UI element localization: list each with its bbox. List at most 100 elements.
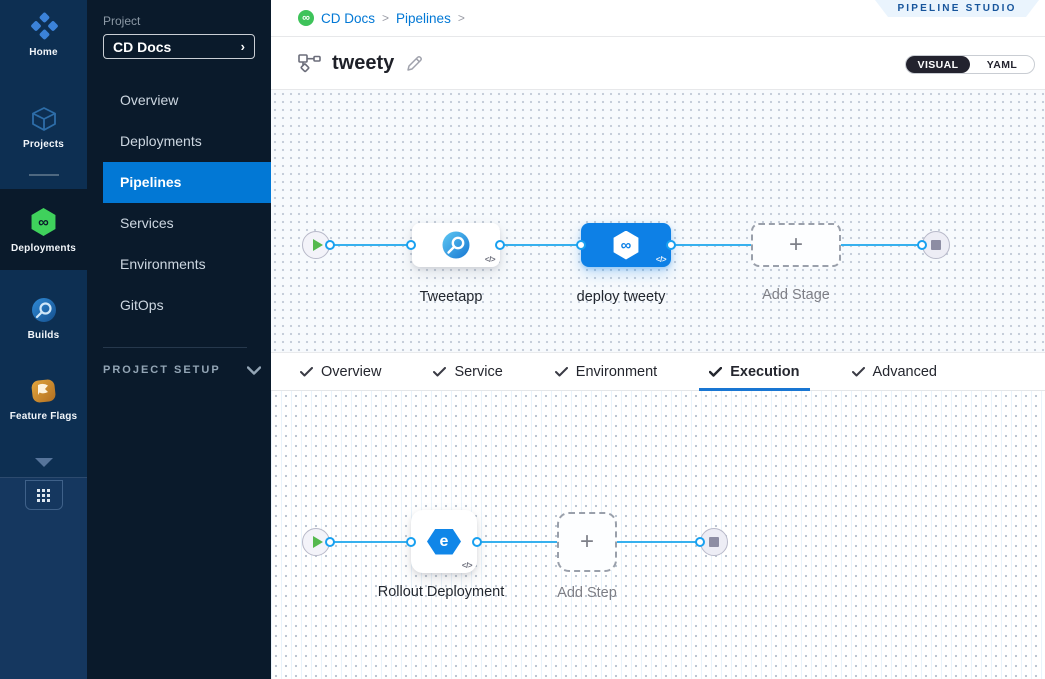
breadcrumb: ∞ CD Docs > Pipelines > PIPELINE STUDIO: [271, 0, 1045, 37]
sidebar-item-deployments[interactable]: Deployments: [103, 121, 271, 162]
add-step-label: Add Step: [517, 583, 657, 604]
check-icon: [709, 367, 722, 377]
cd-stage-icon: ∞: [613, 231, 640, 260]
projects-cube-icon: [31, 106, 57, 132]
project-selector[interactable]: CD Docs ›: [103, 34, 255, 59]
tab-advanced[interactable]: Advanced: [852, 353, 938, 390]
connector-port[interactable]: [695, 537, 705, 547]
code-view-icon[interactable]: </>: [485, 255, 495, 264]
visual-yaml-toggle: VISUAL YAML: [905, 55, 1035, 74]
connector-port[interactable]: [917, 240, 927, 250]
rail-item-projects[interactable]: Projects: [0, 94, 87, 160]
yaml-toggle-button[interactable]: YAML: [970, 56, 1034, 73]
sidebar-item-overview[interactable]: Overview: [103, 80, 271, 121]
project-name: CD Docs: [113, 39, 171, 55]
stop-icon: [931, 240, 941, 250]
ci-stage-icon: [441, 230, 471, 260]
pipeline-studio-badge: PIPELINE STUDIO: [875, 0, 1039, 17]
rail-item-label: Builds: [28, 330, 60, 341]
connector-port[interactable]: [406, 240, 416, 250]
add-stage-button[interactable]: +: [751, 223, 841, 267]
tab-label: Service: [454, 364, 502, 380]
pipeline-flowchart-icon: [298, 54, 321, 73]
rollout-glyph: e: [440, 533, 449, 551]
stage-label-tweetapp: Tweetapp: [381, 287, 521, 308]
project-setup-toggle[interactable]: PROJECT SETUP: [103, 364, 271, 376]
infinity-glyph: ∞: [302, 12, 310, 24]
rail-item-home[interactable]: Home: [0, 0, 87, 68]
breadcrumb-project-link[interactable]: CD Docs: [321, 11, 375, 26]
pipeline-studio-main: ∞ CD Docs > Pipelines > PIPELINE STUDIO …: [271, 0, 1045, 679]
edit-pencil-icon[interactable]: [405, 54, 424, 73]
sidebar-item-gitops[interactable]: GitOps: [103, 285, 271, 326]
stage-node-tweetapp[interactable]: </>: [412, 223, 500, 267]
rail-item-label: Projects: [23, 139, 64, 150]
rail-bottom-section: [0, 477, 87, 679]
sidebar-nav: Overview Deployments Pipelines Services …: [87, 80, 271, 326]
rail-divider: [29, 174, 59, 176]
check-icon: [555, 367, 568, 377]
connector-port[interactable]: [406, 537, 416, 547]
connector-port[interactable]: [495, 240, 505, 250]
stage-canvas[interactable]: </> ∞ </> + Tweetapp deploy tweety: [271, 90, 1045, 352]
sidebar-item-environments[interactable]: Environments: [103, 244, 271, 285]
feature-flags-icon: [30, 377, 57, 404]
breadcrumb-separator: >: [458, 11, 465, 25]
stage-node-deploy-tweety-selected[interactable]: ∞ </>: [581, 223, 671, 267]
connector-port[interactable]: [325, 240, 335, 250]
tab-label: Execution: [730, 364, 799, 380]
pipeline-title-row: tweety VISUAL YAML: [271, 37, 1045, 90]
rail-item-deployments[interactable]: ∞ Deployments: [0, 189, 87, 270]
code-view-icon[interactable]: </>: [462, 561, 472, 570]
chevron-right-icon: ›: [241, 39, 245, 54]
visual-toggle-button[interactable]: VISUAL: [906, 56, 970, 73]
rail-item-builds[interactable]: Builds: [0, 285, 87, 351]
play-icon: [313, 239, 323, 251]
rail-more-chevron-down-icon[interactable]: [35, 458, 53, 467]
connector-port[interactable]: [576, 240, 586, 250]
add-stage-label: Add Stage: [726, 285, 866, 306]
step-label-rollout-deployment: Rollout Deployment: [371, 582, 511, 603]
rail-item-label: Feature Flags: [10, 411, 78, 422]
deployments-cd-icon: ∞: [31, 208, 57, 236]
home-icon: [30, 12, 58, 40]
k8s-rollout-icon: e: [427, 529, 461, 555]
harness-cd-icon: ∞: [298, 10, 314, 26]
rail-item-label: Home: [29, 47, 58, 58]
code-view-icon[interactable]: </>: [656, 255, 666, 264]
add-step-button[interactable]: +: [557, 512, 617, 572]
module-rail: Home Projects ∞ Deployments: [0, 0, 87, 679]
check-icon: [300, 367, 313, 377]
tab-label: Overview: [321, 364, 381, 380]
stop-icon: [709, 537, 719, 547]
breadcrumb-pipelines-link[interactable]: Pipelines: [396, 11, 451, 26]
play-icon: [313, 536, 323, 548]
rail-item-feature-flags[interactable]: Feature Flags: [0, 365, 87, 432]
plus-icon: +: [580, 528, 594, 556]
step-flow-line: [316, 541, 714, 543]
connector-port[interactable]: [472, 537, 482, 547]
tab-execution[interactable]: Execution: [709, 353, 799, 390]
tab-overview[interactable]: Overview: [300, 353, 381, 390]
project-sidebar: Project CD Docs › Overview Deployments P…: [87, 0, 271, 679]
sidebar-item-pipelines[interactable]: Pipelines: [103, 162, 271, 203]
tab-environment[interactable]: Environment: [555, 353, 657, 390]
connector-port[interactable]: [325, 537, 335, 547]
grid-icon: [37, 489, 50, 502]
tab-label: Environment: [576, 364, 657, 380]
execution-canvas[interactable]: e </> + Rollout Deployment Add Step: [271, 391, 1045, 679]
connector-port[interactable]: [666, 240, 676, 250]
project-label: Project: [103, 14, 271, 28]
stage-config-tabs: Overview Service Environment Execution A…: [271, 352, 1045, 391]
check-icon: [433, 367, 446, 377]
sidebar-divider: [103, 347, 247, 348]
chevron-down-icon: [247, 366, 261, 375]
step-node-rollout-deployment[interactable]: e </>: [411, 510, 477, 573]
sidebar-item-services[interactable]: Services: [103, 203, 271, 244]
project-setup-label: PROJECT SETUP: [103, 364, 221, 376]
app-grid-button[interactable]: [25, 480, 63, 510]
breadcrumb-separator: >: [382, 11, 389, 25]
pipeline-name: tweety: [332, 52, 394, 75]
tab-service[interactable]: Service: [433, 353, 502, 390]
